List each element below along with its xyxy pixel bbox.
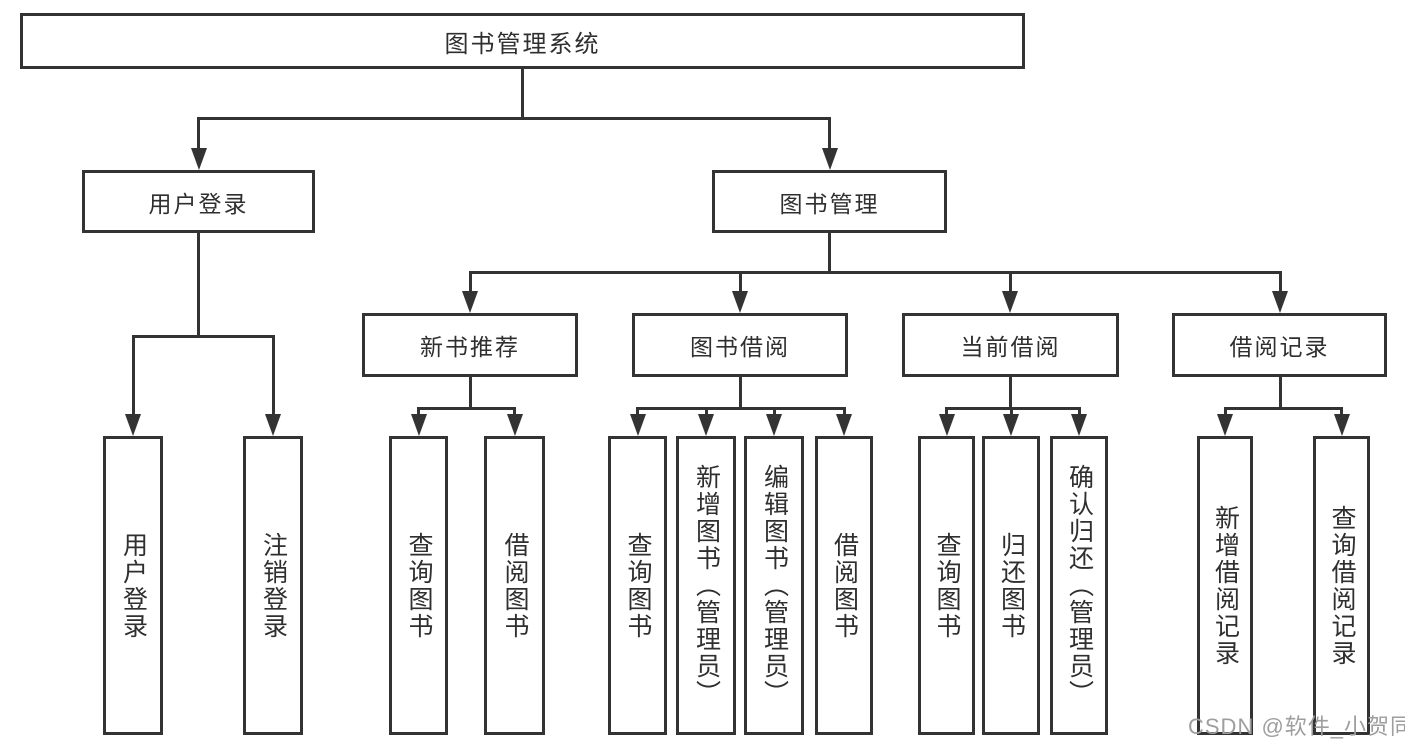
node-logout-label: 注销登录	[259, 531, 288, 640]
node-bb-add-books-admin-label: 新增图书（管理员）	[692, 464, 721, 707]
node-cb-return-books-label: 归还图书	[997, 531, 1026, 640]
connector-line	[1340, 410, 1343, 414]
connector-line	[197, 233, 200, 338]
node-bb-query-books-label: 查询图书	[624, 531, 652, 640]
node-nb-query-books-label: 查询图书	[405, 531, 433, 640]
connector-line	[945, 410, 948, 414]
connector-line	[417, 410, 420, 414]
connector-line	[738, 274, 742, 291]
connector-line	[945, 407, 1081, 410]
node-bb-query-books: 查询图书	[608, 436, 667, 735]
connector-line	[842, 410, 846, 414]
node-cb-query-books: 查询图书	[918, 436, 975, 735]
arrowhead-down-icon	[462, 291, 478, 313]
node-borrow-records-label: 借阅记录	[1229, 334, 1330, 360]
node-root-label: 图书管理系统	[444, 30, 601, 58]
connector-line	[828, 233, 831, 274]
arrowhead-down-icon	[1217, 414, 1233, 436]
connector-line	[417, 407, 516, 410]
node-bb-edit-books-admin: 编辑图书（管理员）	[744, 436, 804, 735]
node-bb-borrow-books-label: 借阅图书	[830, 531, 859, 640]
arrowhead-down-icon	[1002, 291, 1018, 313]
connector-line	[1009, 410, 1013, 414]
node-br-add-record-label: 新增借阅记录	[1211, 504, 1240, 667]
arrowhead-down-icon	[1071, 414, 1087, 436]
node-logout: 注销登录	[243, 436, 303, 735]
connector-line	[197, 117, 831, 120]
connector-line	[521, 69, 524, 120]
connector-line	[1008, 377, 1012, 410]
connector-line	[271, 338, 275, 414]
node-bb-add-books-admin: 新增图书（管理员）	[676, 436, 736, 735]
arrowhead-down-icon	[1333, 414, 1350, 436]
node-current-borrowing-label: 当前借阅	[960, 334, 1061, 360]
node-new-book-recommend: 新书推荐	[362, 313, 578, 377]
node-nb-query-books: 查询图书	[389, 436, 448, 735]
node-user-login: 用户登录	[82, 170, 315, 233]
connector-line	[636, 410, 639, 414]
connector-line	[828, 120, 831, 148]
connector-line	[636, 407, 846, 410]
arrowhead-down-icon	[732, 291, 748, 313]
connector-line	[772, 410, 776, 414]
connector-line	[513, 410, 516, 414]
connector-line	[1223, 407, 1343, 410]
node-user-login-leaf-label: 用户登录	[119, 531, 148, 640]
arrowhead-down-icon	[629, 414, 646, 436]
node-br-add-record: 新增借阅记录	[1197, 436, 1253, 735]
arrowhead-down-icon	[410, 414, 427, 436]
node-cb-return-books: 归还图书	[982, 436, 1040, 735]
connector-line	[197, 120, 200, 148]
node-cb-confirm-return-admin: 确认归还（管理员）	[1050, 436, 1108, 735]
arrowhead-down-icon	[821, 148, 838, 170]
node-root: 图书管理系统	[20, 13, 1025, 69]
connector-line	[1278, 274, 1282, 291]
connector-line	[738, 377, 742, 410]
node-br-query-record: 查询借阅记录	[1313, 436, 1370, 735]
node-bb-edit-books-admin-label: 编辑图书（管理员）	[760, 464, 789, 707]
arrowhead-down-icon	[1003, 414, 1019, 436]
connector-line	[704, 410, 708, 414]
connector-line	[1077, 410, 1081, 414]
node-book-management-label: 图书管理	[779, 190, 880, 217]
arrowhead-down-icon	[506, 414, 523, 436]
node-book-management: 图书管理	[712, 170, 947, 233]
connector-line	[1223, 410, 1227, 414]
connector-line	[468, 271, 1282, 274]
node-book-borrowing-label: 图书借阅	[690, 334, 790, 360]
node-cb-confirm-return-admin-label: 确认归还（管理员）	[1065, 464, 1094, 707]
arrowhead-down-icon	[1272, 291, 1288, 313]
connector-line	[468, 274, 472, 291]
arrowhead-down-icon	[125, 414, 141, 436]
arrowhead-down-icon	[265, 414, 281, 436]
node-nb-borrow-books-label: 借阅图书	[501, 531, 529, 640]
node-nb-borrow-books: 借阅图书	[484, 436, 545, 735]
arrowhead-down-icon	[938, 414, 955, 436]
arrowhead-down-icon	[190, 148, 207, 170]
node-bb-borrow-books: 借阅图书	[815, 436, 873, 735]
node-cb-query-books-label: 查询图书	[933, 531, 961, 640]
node-borrow-records: 借阅记录	[1172, 313, 1387, 377]
connector-line	[1008, 274, 1012, 291]
arrowhead-down-icon	[698, 414, 714, 436]
watermark: CSDN @软件_小贺同学	[1188, 714, 1405, 739]
node-book-borrowing: 图书借阅	[632, 313, 848, 377]
arrowhead-down-icon	[836, 414, 852, 436]
node-new-book-recommend-label: 新书推荐	[420, 334, 520, 360]
node-current-borrowing: 当前借阅	[902, 313, 1119, 377]
arrowhead-down-icon	[766, 414, 782, 436]
node-user-login-label: 用户登录	[148, 190, 249, 217]
connector-line	[131, 338, 135, 414]
connector-line	[131, 335, 275, 338]
connector-line	[1278, 377, 1282, 410]
connector-line	[468, 377, 472, 410]
node-user-login-leaf: 用户登录	[103, 436, 163, 735]
node-br-query-record-label: 查询借阅记录	[1328, 504, 1356, 667]
